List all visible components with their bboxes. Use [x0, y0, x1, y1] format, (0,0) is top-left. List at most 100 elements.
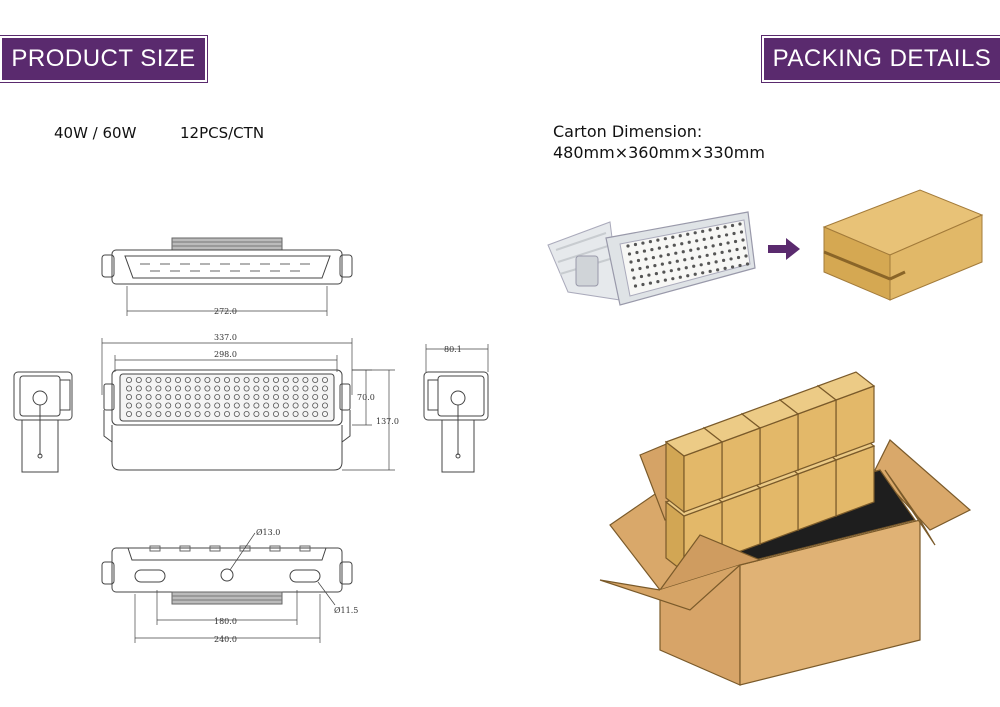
dim-d13: Ø13.0 — [256, 528, 280, 537]
product-led — [701, 271, 705, 275]
product-led — [650, 248, 654, 252]
product-led — [630, 268, 635, 272]
led-outline — [194, 402, 201, 409]
product-led — [635, 250, 639, 255]
led-outline — [312, 385, 319, 392]
dim-80: 80.1 — [444, 345, 462, 354]
dim-240: 240.0 — [214, 635, 237, 644]
product-led — [730, 265, 735, 269]
product-led — [704, 245, 708, 249]
led-outline — [204, 410, 211, 417]
led-outline — [272, 385, 279, 392]
product-led — [701, 229, 705, 233]
product-led — [744, 254, 748, 258]
product-led — [644, 257, 648, 261]
led-outline — [126, 402, 133, 409]
led-outline — [233, 402, 240, 409]
product-led — [660, 262, 664, 266]
led-outline — [302, 393, 309, 400]
product-led — [717, 234, 721, 238]
led-outline — [135, 385, 142, 392]
product-led — [708, 228, 712, 232]
led-outline — [145, 402, 152, 409]
led-outline — [214, 376, 221, 383]
product-led — [732, 231, 736, 236]
led-outline — [312, 410, 319, 417]
led-outline — [155, 402, 162, 409]
arrow-icon — [768, 238, 800, 260]
led-outline — [282, 402, 289, 409]
led-outline — [155, 376, 162, 383]
led-outline — [204, 393, 211, 400]
led-outline — [174, 376, 181, 383]
product-led — [711, 244, 715, 248]
product-led — [707, 261, 711, 265]
product-led — [698, 255, 702, 259]
led-outline — [272, 410, 279, 417]
product-led — [738, 263, 742, 268]
left-side-view-drawing — [13, 371, 73, 473]
led-outline — [292, 402, 299, 409]
product-led — [733, 239, 738, 244]
product-led — [738, 222, 742, 226]
led-outline — [243, 385, 250, 392]
led-outline — [312, 393, 319, 400]
product-led — [710, 236, 714, 240]
top-view-drawing — [101, 237, 353, 316]
product-led — [665, 245, 669, 249]
led-outline — [253, 402, 260, 409]
product-led — [647, 273, 651, 277]
led-outline — [174, 402, 181, 409]
product-led — [636, 258, 641, 263]
led-outline — [204, 376, 211, 383]
led-outline — [223, 393, 230, 400]
led-outline — [253, 393, 260, 400]
product-led — [653, 264, 657, 268]
product-led — [671, 277, 675, 281]
product-led — [736, 255, 741, 260]
led-outline — [145, 410, 152, 417]
product-led — [729, 257, 733, 261]
led-outline — [145, 393, 152, 400]
led-outline — [165, 385, 172, 392]
dim-d11: Ø11.5 — [334, 606, 358, 615]
front-view-drawing — [101, 338, 395, 471]
led-outline — [302, 385, 309, 392]
product-led — [645, 265, 650, 269]
product-led — [686, 232, 690, 236]
led-outline — [253, 410, 260, 417]
led-outline — [272, 402, 279, 409]
dim-70: 70.0 — [357, 393, 375, 402]
product-led — [674, 251, 678, 255]
led-outline — [165, 410, 172, 417]
led-outline — [174, 393, 181, 400]
product-led — [696, 247, 700, 251]
product-led — [741, 238, 745, 242]
product-led — [677, 267, 681, 271]
product-led — [648, 281, 653, 285]
product-led — [668, 261, 672, 265]
led-outline — [135, 402, 142, 409]
led-outline — [233, 410, 240, 417]
led-outline — [233, 376, 240, 383]
led-outline — [165, 402, 172, 409]
product-led — [627, 252, 632, 256]
product-led — [651, 256, 656, 260]
product-led — [693, 231, 697, 235]
product-led — [699, 263, 703, 267]
product-led — [678, 275, 682, 279]
product-led — [692, 264, 696, 268]
product-led — [662, 270, 666, 274]
dim-180: 180.0 — [214, 617, 237, 626]
product-led — [722, 258, 726, 262]
product-led — [648, 240, 653, 244]
led-outline — [282, 410, 289, 417]
led-outline — [126, 393, 133, 400]
led-outline — [223, 402, 230, 409]
led-outline — [165, 376, 172, 383]
led-outline — [282, 393, 289, 400]
led-outline — [174, 410, 181, 417]
product-led — [656, 280, 660, 284]
product-led — [723, 225, 727, 229]
carton-dimension-title: Carton Dimension: — [553, 122, 703, 141]
